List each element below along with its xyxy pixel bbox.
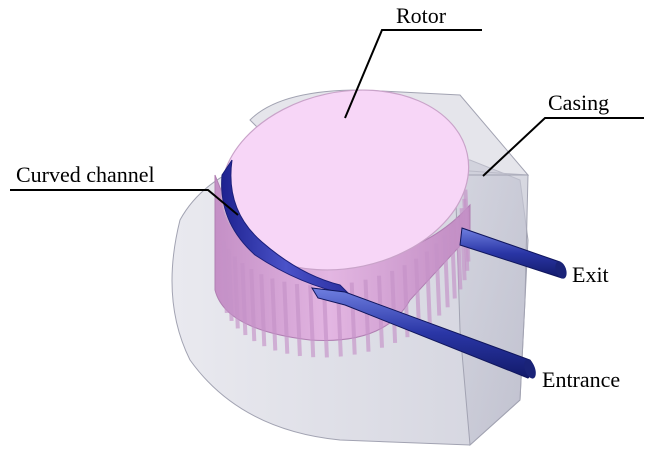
rotor-blade (226, 248, 234, 321)
rotor-blade (442, 235, 450, 308)
rotor-blade (363, 279, 371, 352)
casing-leader-line (482, 117, 644, 177)
rotor-blades (221, 189, 471, 358)
curved-channel-leader-line (10, 189, 239, 216)
rotor-blade (249, 269, 257, 342)
rotor-blade (434, 243, 442, 316)
rotor-blade (240, 263, 248, 336)
rotor-blade (221, 240, 229, 313)
rotor-leader-line (344, 29, 482, 119)
rotor-blade (232, 256, 240, 329)
rotor-blade (270, 278, 278, 351)
rotor-blade (259, 274, 267, 347)
rotor-blade (308, 285, 316, 358)
exit-tube (459, 227, 567, 279)
rotor-blade (390, 270, 398, 343)
rotor-blade (282, 281, 290, 354)
rotor-blade (294, 283, 302, 357)
entrance-label: Entrance (542, 367, 620, 392)
entrance-tube (311, 287, 536, 379)
rotor (214, 89, 471, 358)
casing-label: Casing (548, 90, 609, 115)
rotor-blade (424, 251, 432, 324)
rotor-label: Rotor (396, 3, 447, 28)
rotor-top (220, 89, 470, 271)
curved-channel-label: Curved channel (16, 162, 155, 187)
rotor-blade (449, 226, 457, 299)
rotor-blade (463, 189, 471, 262)
exit-label: Exit (572, 262, 609, 287)
rotor-blade (455, 217, 463, 290)
